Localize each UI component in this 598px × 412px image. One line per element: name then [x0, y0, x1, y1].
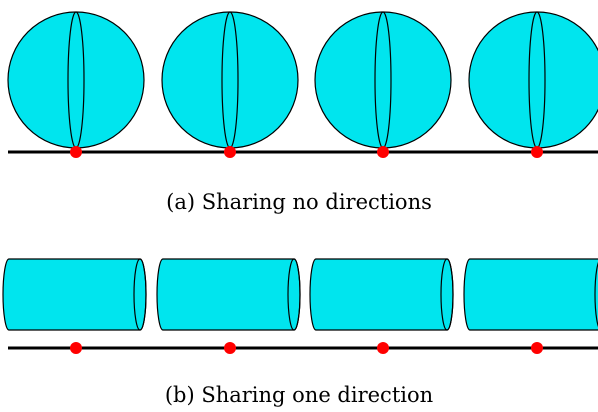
sphere-1: [7, 11, 145, 149]
cylinder-body: [463, 258, 598, 331]
sphere-4: [468, 11, 598, 149]
panel-a-spheres: [7, 11, 598, 158]
point-b-3: [377, 342, 389, 354]
point-a-4: [531, 146, 543, 158]
cylinder-body: [2, 258, 147, 331]
panel-b-cylinders: [2, 258, 598, 354]
point-b-2: [224, 342, 236, 354]
cylinder-end: [440, 258, 454, 331]
caption-a: (a) Sharing no directions: [166, 190, 432, 214]
sphere-body: [468, 11, 598, 149]
cylinder-1: [2, 258, 147, 331]
caption-b: (b) Sharing one direction: [164, 383, 434, 407]
cylinder-body: [309, 258, 454, 331]
point-a-3: [377, 146, 389, 158]
sphere-2: [161, 11, 299, 149]
sphere-body: [161, 11, 299, 149]
cylinder-4: [463, 258, 598, 331]
point-a-2: [224, 146, 236, 158]
cylinder-3: [309, 258, 454, 331]
cylinder-end: [287, 258, 301, 331]
point-a-1: [70, 146, 82, 158]
cylinder-end: [594, 261, 598, 328]
point-b-4: [531, 342, 543, 354]
point-b-1: [70, 342, 82, 354]
sphere-3: [314, 11, 452, 149]
sphere-body: [314, 11, 452, 149]
sphere-body: [7, 11, 145, 149]
cylinder-body: [156, 258, 301, 331]
cylinder-end: [133, 258, 147, 331]
cylinder-2: [156, 258, 301, 331]
